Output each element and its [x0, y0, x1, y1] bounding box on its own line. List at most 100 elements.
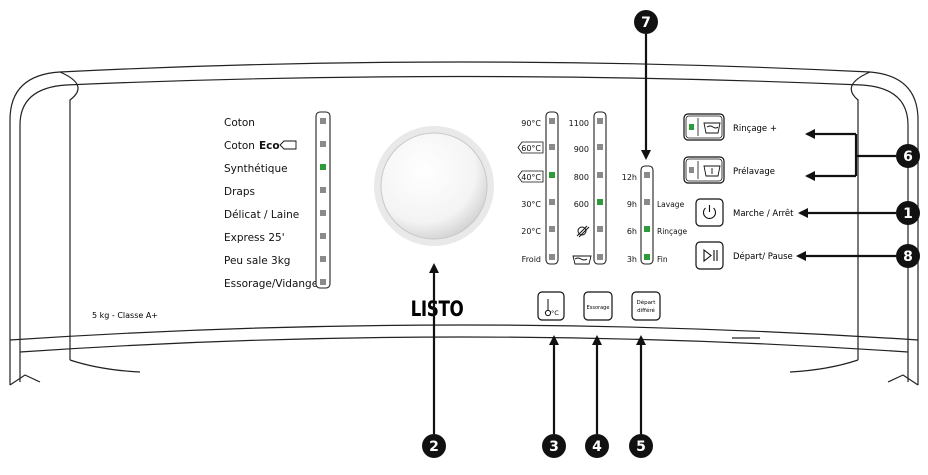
callout-4: 4: [585, 434, 609, 458]
delay-led-2: [644, 226, 650, 232]
prewash-icon: [703, 165, 721, 177]
phase-lavage: Lavage: [657, 200, 685, 209]
callout-5: 5: [629, 434, 653, 458]
callout-3: 3: [542, 434, 566, 458]
extra-rinse-button[interactable]: [683, 113, 725, 141]
rinse-hold-icon: [572, 255, 592, 265]
spin-800: 800: [574, 173, 589, 182]
program-essorage-vidange: Essorage/Vidange: [224, 278, 318, 290]
svg-text:4: 4: [592, 439, 602, 455]
power-label: Marche / Arrêt: [733, 208, 794, 219]
callout-8: 8: [896, 244, 920, 268]
power-button[interactable]: [695, 198, 724, 227]
svg-text:8: 8: [903, 249, 913, 265]
delay-3h: 3h: [627, 255, 637, 264]
spin-scale: 1100 900 800 600: [569, 111, 607, 265]
capacity-label: 5 kg - Classe A+: [92, 311, 158, 320]
delay-9h: 9h: [627, 200, 637, 209]
callout-2: 2: [422, 434, 446, 458]
brand-logo: LISTO: [411, 297, 464, 321]
temp-20: 20°C: [521, 227, 541, 236]
program-knob[interactable]: [374, 126, 494, 246]
temperature-led-1: [549, 144, 555, 150]
spin-led-2: [597, 172, 603, 178]
spin-led-5: [597, 254, 603, 260]
temp-90: 90°C: [521, 119, 541, 128]
start-pause-button[interactable]: [695, 241, 724, 270]
temperature-button[interactable]: °C: [537, 291, 565, 321]
program-led-2: [320, 164, 326, 170]
svg-text:3: 3: [549, 439, 559, 455]
temp-40: 40°C: [521, 173, 541, 182]
power-icon: [702, 205, 717, 219]
program-coton: Coton: [224, 117, 255, 129]
phase-fin: Fin: [657, 255, 668, 264]
spin-600: 600: [574, 200, 589, 209]
program-led-3: [320, 187, 326, 193]
panel-outline: [9, 61, 919, 386]
program-led-7: [320, 279, 326, 285]
phase-rincage: Rinçage: [657, 227, 688, 236]
spin-led-1: [597, 144, 603, 150]
delay-start-button[interactable]: Départ différé: [631, 291, 661, 321]
delay-6h: 6h: [627, 227, 637, 236]
temp-30: 30°C: [521, 200, 541, 209]
delay-button-label-1: Départ: [637, 299, 657, 306]
program-indicator-column: [315, 111, 331, 289]
thermometer-icon: [544, 299, 552, 317]
svg-text:6: 6: [903, 149, 913, 165]
extra-rinse-label: Rinçage +: [733, 124, 777, 134]
temperature-scale: 90°C 60°C 40°C 30°C 20°C Froid: [517, 111, 559, 265]
callout-arrows: [429, 34, 896, 434]
svg-text:7: 7: [641, 15, 651, 31]
program-led-1: [320, 141, 326, 147]
spin-900: 900: [574, 145, 589, 154]
temperature-led-0: [549, 118, 555, 124]
spin-button-label: Essorage: [587, 305, 610, 311]
program-led-5: [320, 233, 326, 239]
temp-froid: Froid: [522, 255, 541, 264]
svg-text:1: 1: [903, 206, 913, 222]
start-pause-label: Départ/ Pause: [733, 251, 793, 262]
rinse-plus-icon: [703, 122, 721, 134]
svg-text:2: 2: [429, 439, 439, 455]
program-express: Express 25': [224, 232, 285, 244]
delay-led-0: [644, 172, 650, 178]
delay-led-3: [644, 254, 650, 260]
temp-40-tag: [517, 170, 544, 183]
spin-button[interactable]: Essorage: [583, 291, 613, 321]
prewash-label: Prélavage: [733, 166, 775, 177]
eco-tag-icon: [279, 140, 297, 150]
spin-1100: 1100: [569, 119, 589, 128]
program-led-4: [320, 210, 326, 216]
prewash-button[interactable]: [683, 156, 725, 184]
temp-60-tag: [517, 141, 544, 154]
program-delicat-laine: Délicat / Laine: [224, 209, 299, 221]
temperature-led-5: [549, 254, 555, 260]
callout-7: 7: [634, 10, 658, 34]
spin-led-3: [597, 199, 603, 205]
program-led-0: [320, 118, 326, 124]
svg-text:°C: °C: [551, 309, 559, 317]
no-spin-icon: [576, 225, 590, 238]
program-synthetique: Synthétique: [224, 163, 288, 175]
temperature-led-4: [549, 226, 555, 232]
spin-led-4: [597, 226, 603, 232]
delay-button-label-2: différé: [637, 307, 655, 314]
temperature-led-2: [549, 172, 555, 178]
spin-led-0: [597, 118, 603, 124]
temp-60: 60°C: [521, 144, 541, 153]
delay-12h: 12h: [622, 173, 637, 182]
callout-6: 6: [896, 144, 920, 168]
play-pause-icon: [703, 248, 718, 263]
callout-1: 1: [896, 201, 920, 225]
delay-scale: 12h 9h 6h 3h Lavage Rinçage Fin: [622, 165, 688, 265]
program-led-6: [320, 256, 326, 262]
program-peu-sale: Peu sale 3kg: [224, 255, 290, 267]
delay-led-1: [644, 199, 650, 205]
svg-text:5: 5: [636, 439, 646, 455]
temperature-led-3: [549, 199, 555, 205]
